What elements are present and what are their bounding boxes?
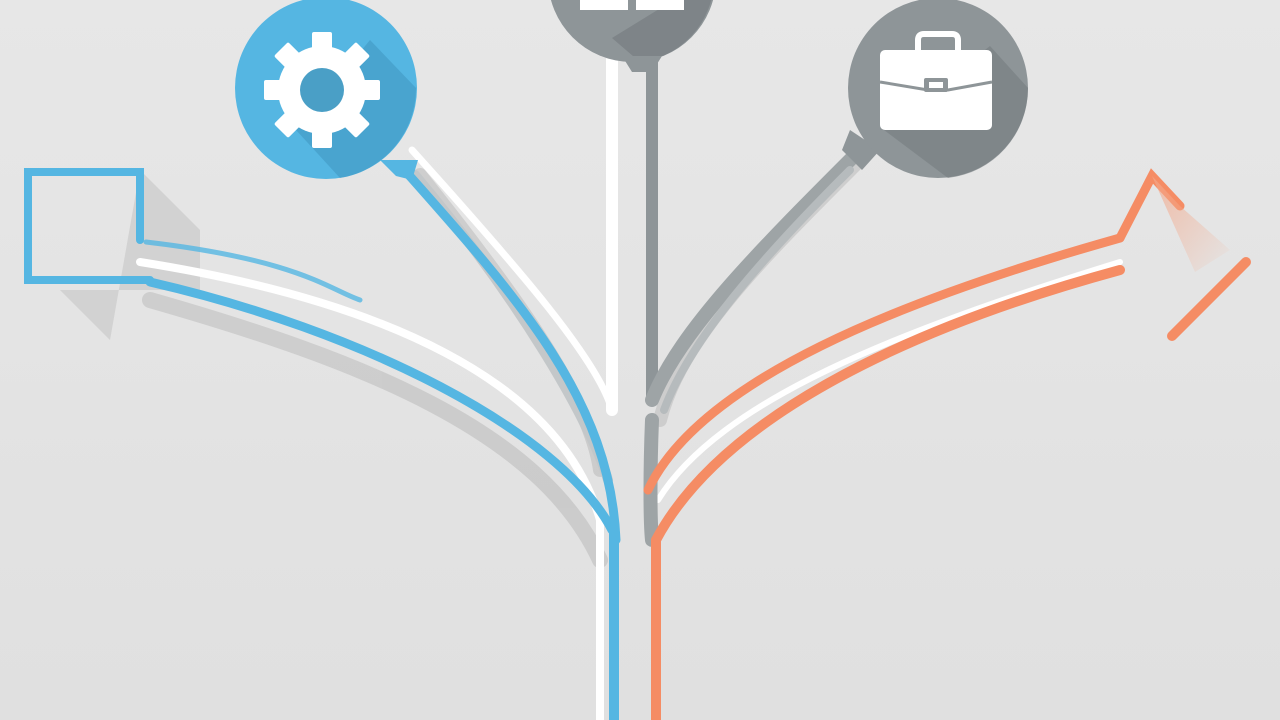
gear-node-stem [380, 160, 418, 180]
briefcase-node [842, 0, 1029, 178]
gear-node [235, 0, 418, 180]
orange-path-lower [651, 265, 1125, 720]
square-shadow [60, 170, 200, 340]
open-book-icon [580, 0, 684, 10]
orange-paths [643, 168, 1251, 720]
book-node-shadow [612, 0, 712, 62]
blue-paths [24, 160, 621, 720]
white-path-left [136, 258, 604, 720]
gray-path-briefcase [645, 143, 867, 407]
book-node [550, 0, 714, 72]
blue-path-inner-square [143, 239, 363, 303]
briefcase-node-stem [842, 130, 880, 170]
orange-path-upper [643, 233, 1125, 495]
white-path-right [655, 259, 1123, 503]
blue-path-from-square [145, 277, 617, 535]
gear-icon [264, 32, 380, 148]
briefcase-icon [879, 31, 993, 130]
orange-arrow-stroke [1167, 257, 1251, 341]
blue-path-from-gear [395, 160, 621, 545]
gray-path-briefcase-light [660, 166, 854, 414]
orange-arrow-shade [1152, 176, 1230, 272]
book-node-stem [622, 56, 662, 72]
white-path-gear [408, 146, 616, 414]
white-paths [136, 54, 1123, 720]
blue-square-outline [24, 168, 154, 284]
